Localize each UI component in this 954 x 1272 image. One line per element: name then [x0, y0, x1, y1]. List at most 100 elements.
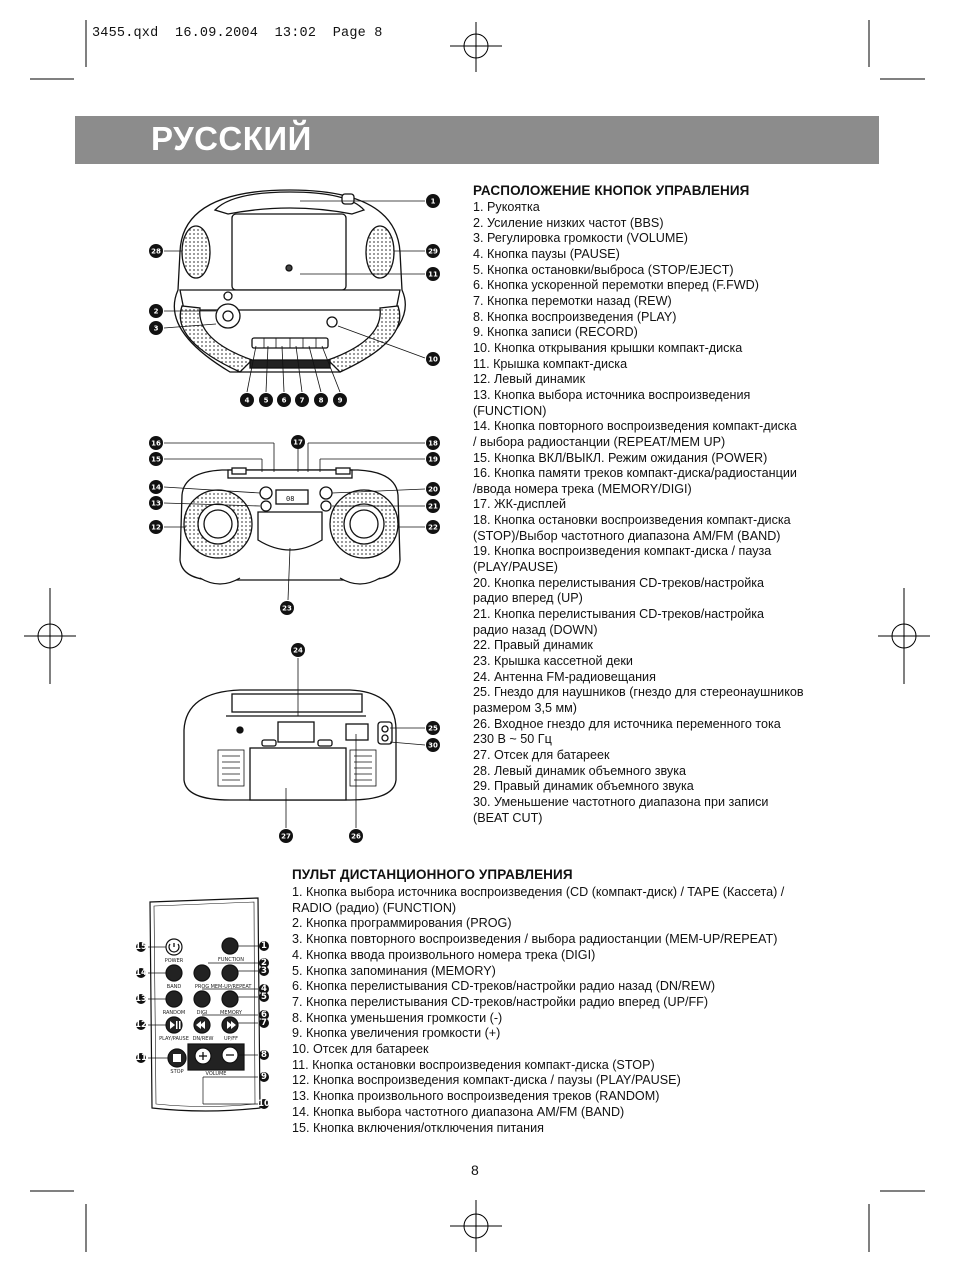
- remote-item: 1. Кнопка выбора источника воспроизведен…: [292, 885, 785, 915]
- svg-text:6: 6: [282, 397, 287, 405]
- controls-item: 23. Крышка кассетной деки: [473, 654, 633, 669]
- controls-item: 28. Левый динамик объемного звука: [473, 763, 686, 778]
- controls-item: 1. Рукоятка: [473, 200, 540, 214]
- controls-item: 9. Кнопка записи (RECORD): [473, 325, 638, 340]
- svg-text:18: 18: [428, 440, 438, 448]
- svg-text:17: 17: [293, 439, 303, 447]
- remote-item: 8. Кнопка уменьшения громкости (-): [292, 1010, 503, 1025]
- callouts-top-view: 1 28 29 11 2 3 10 4 5 6 7 8 9: [149, 194, 440, 407]
- controls-item: 10. Кнопка открывания крышки компакт-дис…: [473, 340, 743, 355]
- svg-text:30: 30: [428, 742, 438, 750]
- registration-mark-right: [878, 588, 930, 684]
- remote-item: 10. Отсек для батареек: [292, 1042, 429, 1057]
- svg-text:5: 5: [264, 397, 269, 405]
- controls-item: 24. Антенна FM-радиовещания: [473, 669, 656, 684]
- boombox-rear-view: [183, 658, 426, 828]
- controls-item: 8. Кнопка воспроизведения (PLAY): [473, 309, 677, 324]
- svg-text:28: 28: [151, 248, 161, 256]
- remote-item: 15. Кнопка включения/отключения питания: [292, 1120, 544, 1135]
- svg-text:23: 23: [282, 605, 292, 613]
- controls-item: 27. Отсек для батареек: [473, 747, 610, 762]
- svg-text:13: 13: [151, 500, 161, 508]
- svg-text:10: 10: [428, 356, 438, 364]
- callouts-front-view: 16 15 17 18 19 14 13 12 20 21 22 23: [149, 435, 440, 615]
- boombox-top-view: [163, 189, 426, 393]
- svg-text:1: 1: [431, 198, 436, 206]
- label-memory: MEMORY: [220, 1010, 243, 1016]
- remote-item: 3. Кнопка повторного воспроизведения / в…: [292, 932, 778, 947]
- svg-text:9: 9: [338, 397, 343, 405]
- svg-text:14: 14: [151, 484, 161, 492]
- svg-text:22: 22: [428, 524, 438, 532]
- svg-text:24: 24: [293, 647, 303, 655]
- label-volume: VOLUME: [206, 1071, 227, 1077]
- printer-slug: 3455.qxd 16.09.2004 13:02 Page 8: [92, 26, 383, 41]
- svg-text:21: 21: [428, 503, 438, 511]
- controls-item: 30. Уменьшение частотного диапазона при …: [473, 794, 769, 825]
- remote-item: 2. Кнопка программирования (PROG): [292, 916, 512, 931]
- svg-text:19: 19: [428, 456, 438, 464]
- svg-text:4: 4: [245, 397, 250, 405]
- svg-text:1: 1: [261, 941, 267, 951]
- remote-item: 4. Кнопка ввода произвольного номера тре…: [292, 947, 596, 962]
- remote-item: 12. Кнопка воспроизведения компакт-диска…: [292, 1073, 681, 1088]
- remote-item: 7. Кнопка перелистывания CD-треков/настр…: [292, 994, 709, 1009]
- svg-text:8: 8: [261, 1050, 267, 1060]
- remote-item: 6. Кнопка перелистывания CD-треков/настр…: [292, 979, 716, 994]
- svg-text:26: 26: [351, 833, 361, 841]
- svg-text:16: 16: [151, 440, 161, 448]
- banner-title: РУССКИЙ: [151, 120, 312, 157]
- svg-text:14: 14: [135, 968, 147, 978]
- svg-text:4: 4: [261, 984, 267, 994]
- svg-text:08: 08: [286, 495, 294, 503]
- svg-text:15: 15: [135, 942, 147, 952]
- language-banner: РУССКИЙ: [75, 116, 879, 164]
- svg-text:9: 9: [261, 1072, 267, 1082]
- svg-text:8: 8: [319, 397, 324, 405]
- label-digi: DIGI: [197, 1010, 208, 1016]
- remote-list: 1. Кнопка выбора источника воспроизведен…: [292, 885, 852, 1136]
- callouts-rear-view: 24 25 30 27 26: [279, 643, 440, 843]
- registration-mark-bottom: [450, 1200, 502, 1252]
- controls-item: 21. Кнопка перелистывания CD-треков/наст…: [473, 607, 765, 637]
- label-upff: UP/FF: [224, 1036, 238, 1042]
- controls-item: 13. Кнопка выбора источника воспроизведе…: [473, 387, 751, 418]
- controls-item: 18. Кнопка остановки воспроизведения ком…: [473, 513, 791, 543]
- svg-text:7: 7: [261, 1018, 267, 1028]
- registration-mark-top: [450, 22, 502, 72]
- remote-control: [148, 897, 261, 1112]
- svg-text:20: 20: [428, 486, 438, 494]
- remote-item: 14. Кнопка выбора частотного диапазона A…: [292, 1104, 625, 1119]
- svg-text:3: 3: [154, 325, 159, 333]
- svg-text:12: 12: [151, 524, 161, 532]
- label-random: RANDOM: [163, 1010, 186, 1016]
- page-number: 8: [471, 1162, 479, 1178]
- controls-item: 3. Регулировка громкости (VOLUME): [473, 231, 688, 246]
- controls-item: 16. Кнопка памяти треков компакт-диска/р…: [473, 466, 797, 496]
- svg-text:5: 5: [261, 992, 267, 1002]
- controls-item: 19. Кнопка воспроизведения компакт-диска…: [473, 544, 772, 575]
- svg-text:3: 3: [261, 966, 267, 976]
- svg-text:29: 29: [428, 248, 438, 256]
- controls-item: 15. Кнопка ВКЛ/ВЫКЛ. Режим ожидания (POW…: [473, 450, 768, 465]
- remote-labels: POWER FUNCTION BAND PROG MEM-UP/REPEAT R…: [159, 957, 252, 1077]
- label-power: POWER: [165, 958, 184, 964]
- remote-item: 5. Кнопка запоминания (MEMORY): [292, 963, 496, 978]
- svg-text:11: 11: [428, 271, 438, 279]
- controls-item: 22. Правый динамик: [473, 638, 593, 653]
- controls-item: 17. ЖК-дисплей: [473, 497, 567, 512]
- svg-text:7: 7: [300, 397, 305, 405]
- svg-text:12: 12: [135, 1020, 147, 1030]
- callouts-remote: 15 14 13 12 11 1 2 3 4 5 6 7 8 9 10: [135, 941, 270, 1109]
- controls-item: 5. Кнопка остановки/выброса (STOP/EJECT): [473, 262, 734, 277]
- controls-item: 7. Кнопка перемотки назад (REW): [473, 293, 672, 308]
- svg-text:2: 2: [261, 958, 267, 968]
- controls-item: 20. Кнопка перелистывания CD-треков/наст…: [473, 575, 765, 606]
- registration-mark-left: [24, 588, 76, 684]
- remote-item: 9. Кнопка увеличения громкости (+): [292, 1026, 501, 1041]
- remote-heading: ПУЛЬТ ДИСТАНЦИОННОГО УПРАВЛЕНИЯ: [292, 867, 573, 882]
- svg-text:27: 27: [281, 833, 291, 841]
- svg-text:2: 2: [154, 308, 159, 316]
